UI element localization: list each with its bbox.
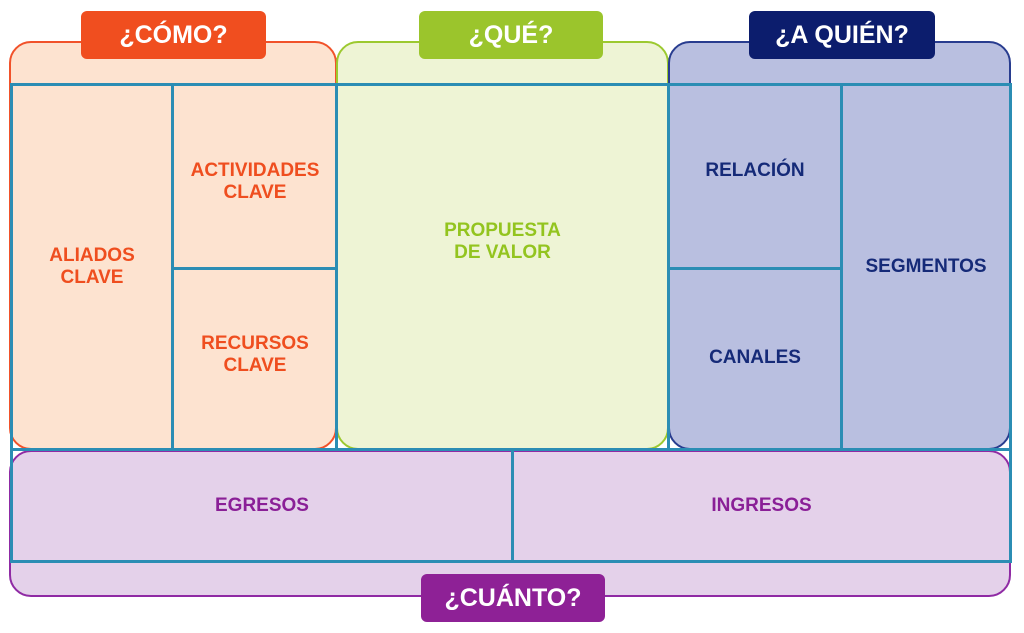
segmentos-label: SEGMENTOS xyxy=(865,256,987,277)
grid-line-egresos-right xyxy=(511,450,514,562)
aliados-clave-line1: ALIADOS xyxy=(49,245,135,266)
relacion-cell: RELACIÓN xyxy=(670,86,840,267)
grid-line-que-right xyxy=(667,83,670,450)
canales-label: CANALES xyxy=(709,347,801,368)
recursos-clave-line2: CLAVE xyxy=(223,355,287,376)
egresos-cell: EGRESOS xyxy=(13,451,511,560)
recursos-clave-cell: RECURSOS CLAVE xyxy=(174,270,336,448)
grid-line-top xyxy=(10,83,1011,86)
que-header: ¿QUÉ? xyxy=(419,11,603,59)
grid-line-bottom xyxy=(10,560,1011,563)
canales-cell: CANALES xyxy=(670,270,840,448)
recursos-clave-line1: RECURSOS xyxy=(201,333,309,354)
grid-line-relacion-bottom xyxy=(669,267,842,270)
grid-line-aliados-right xyxy=(171,83,174,450)
grid-line-middle xyxy=(10,448,1011,451)
grid-line-right xyxy=(1009,83,1012,563)
quien-header: ¿A QUIÉN? xyxy=(749,11,935,59)
cuanto-header: ¿CUÁNTO? xyxy=(421,574,605,622)
grid-line-left xyxy=(10,83,13,563)
propuesta-line1: PROPUESTA xyxy=(444,220,561,241)
grid-line-relacion-right xyxy=(840,83,843,450)
ingresos-cell: INGRESOS xyxy=(514,451,1009,560)
aliados-clave-cell: ALIADOS CLAVE xyxy=(12,86,172,448)
segmentos-cell: SEGMENTOS xyxy=(843,86,1009,448)
ingresos-label: INGRESOS xyxy=(711,494,812,516)
egresos-label: EGRESOS xyxy=(215,494,309,516)
grid-line-como-right xyxy=(335,83,338,450)
que-region xyxy=(336,41,669,450)
propuesta-de-valor-cell: PROPUESTA DE VALOR xyxy=(338,86,667,448)
actividades-clave-cell: ACTIVIDADES CLAVE xyxy=(174,86,336,267)
grid-line-actividades-bottom xyxy=(172,267,337,270)
relacion-label: RELACIÓN xyxy=(705,159,805,181)
actividades-clave-line1: ACTIVIDADES xyxy=(190,159,320,181)
cuanto-region xyxy=(9,450,1011,597)
actividades-clave-line2: CLAVE xyxy=(223,181,287,203)
como-header: ¿CÓMO? xyxy=(81,11,266,59)
aliados-clave-line2: CLAVE xyxy=(60,267,124,288)
propuesta-line2: DE VALOR xyxy=(454,242,551,263)
